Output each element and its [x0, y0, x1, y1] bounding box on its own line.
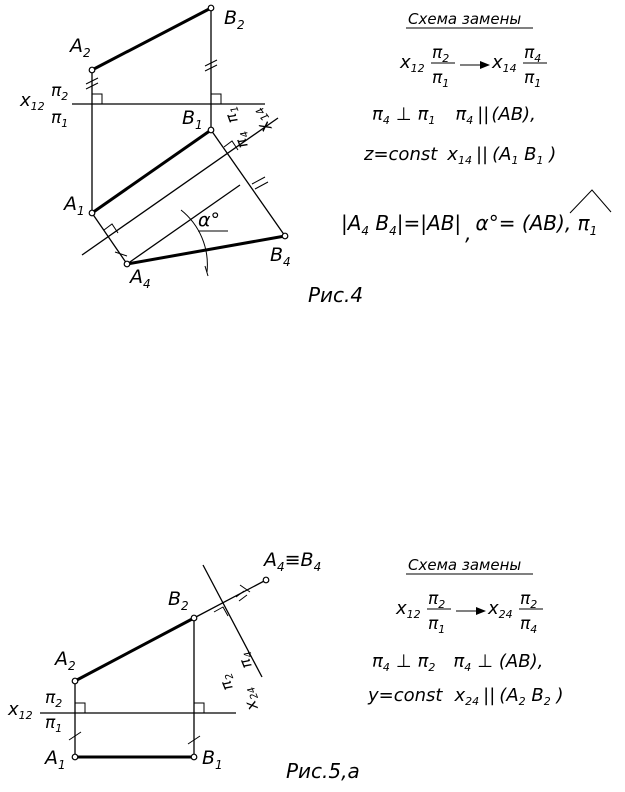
point-a1 [71, 753, 79, 761]
label-x12: x12 [19, 90, 45, 113]
tick-mark [238, 594, 248, 602]
label-pi4-rotated-group: π4 [233, 649, 258, 671]
label-x24-group: x24 [236, 685, 265, 715]
scheme-pi2: π2 [428, 589, 445, 611]
point-b1 [190, 753, 198, 761]
label-a4b4: A4≡B4 [262, 549, 321, 574]
scheme-x12: x12 [399, 52, 425, 75]
label-x12: x12 [7, 699, 33, 722]
label-alpha: α° [198, 209, 220, 231]
angle-hat-mark [569, 189, 612, 214]
projection-line-ab4 [193, 579, 267, 619]
axis-x24-line [202, 564, 263, 678]
label-pi2-rotated-group: π2 [214, 671, 239, 693]
label-a4: A4 [128, 266, 151, 291]
label-a1: A1 [43, 747, 66, 772]
scheme-x24: x24 [487, 598, 513, 621]
label-pi2-rotated: π2 [214, 671, 239, 693]
label-pi2: π2 [45, 688, 62, 710]
label-pi1-rotated-group: π1 [220, 104, 245, 126]
point-b1 [207, 126, 215, 134]
tick-mark [114, 251, 128, 257]
label-b1: B1 [182, 107, 203, 132]
label-b1: B1 [202, 747, 223, 772]
label-b4: B4 [270, 244, 291, 269]
projection-line-a4 [91, 212, 128, 265]
tick-mark [187, 735, 201, 745]
label-pi1-rotated: π1 [220, 104, 245, 126]
point-a4 [123, 260, 131, 268]
label-pi4-rotated-group: π4 [230, 129, 255, 151]
scheme-pi2: π2 [432, 43, 449, 65]
figure-5a: A4≡B4 B2 A2 x12 π2 π1 A1 B1 x24 π2 π4 Ри… [7, 549, 360, 783]
label-pi4-rotated: π4 [230, 129, 255, 151]
angle-arc-end [204, 265, 209, 277]
label-pi2: π2 [51, 81, 68, 103]
point-a4b4 [262, 576, 270, 584]
right-angle-mark [194, 702, 205, 713]
label-x24: x24 [236, 685, 265, 715]
point-a1 [88, 209, 96, 217]
tick-mark [85, 77, 99, 85]
scheme-x14: x14 [491, 52, 517, 75]
tick-mark [204, 59, 218, 67]
scheme-pi2-b: π2 [520, 589, 537, 611]
scheme-row4: |A4 B4|=|AB|,α°= (AB), π1 [341, 211, 597, 245]
caption-fig4: Рис.4 [308, 283, 363, 307]
tick-mark [85, 82, 99, 90]
label-b2: B2 [224, 7, 245, 32]
point-b2 [190, 614, 198, 622]
helper-parallel-line [126, 184, 241, 265]
tick-mark [254, 181, 269, 190]
segment-a1b1 [91, 128, 212, 215]
right-angle-mark [223, 140, 239, 151]
tick-mark [235, 590, 245, 598]
right-angle-mark [213, 606, 229, 617]
angle-arc [180, 209, 208, 273]
tick-mark [239, 584, 251, 593]
point-b4 [281, 232, 289, 240]
scheme-pi1: π1 [428, 614, 445, 636]
label-a2: A2 [53, 648, 76, 673]
tick-mark [68, 731, 82, 741]
figure-4: A2 B2 B1 A1 A4 B4 x12 π2 π1 x14 π1 π4 α°… [19, 4, 363, 307]
scheme-x12: x12 [395, 598, 421, 621]
scheme-title: Схема замены [408, 556, 521, 574]
scheme-pi1-b: π1 [524, 68, 541, 90]
segment-a2b2 [74, 616, 195, 683]
scheme-pi4: π4 [524, 43, 541, 65]
right-angle-mark [92, 93, 103, 104]
point-a2 [88, 66, 96, 74]
right-angle-mark [75, 702, 86, 713]
scheme-pi1: π1 [432, 68, 449, 90]
label-pi1: π1 [51, 108, 68, 130]
label-a2: A2 [68, 35, 91, 60]
point-b2 [207, 4, 215, 12]
label-b2: B2 [168, 588, 189, 613]
point-a2 [71, 677, 79, 685]
label-a1: A1 [62, 193, 85, 218]
right-angle-mark [211, 93, 222, 104]
projection-line-b4 [210, 129, 286, 237]
axis-x14-line [81, 117, 279, 256]
tick-mark [251, 176, 266, 185]
caption-fig5a: Рис.5,а [286, 759, 360, 783]
label-pi4-rotated: π4 [233, 649, 258, 671]
scheme-pi4: π4 [520, 614, 537, 636]
scheme-title: Схема замены [408, 10, 521, 28]
tick-mark [204, 64, 218, 72]
label-pi1: π1 [45, 713, 62, 735]
right-angle-mark [103, 223, 119, 234]
segment-a2b2 [91, 6, 212, 72]
